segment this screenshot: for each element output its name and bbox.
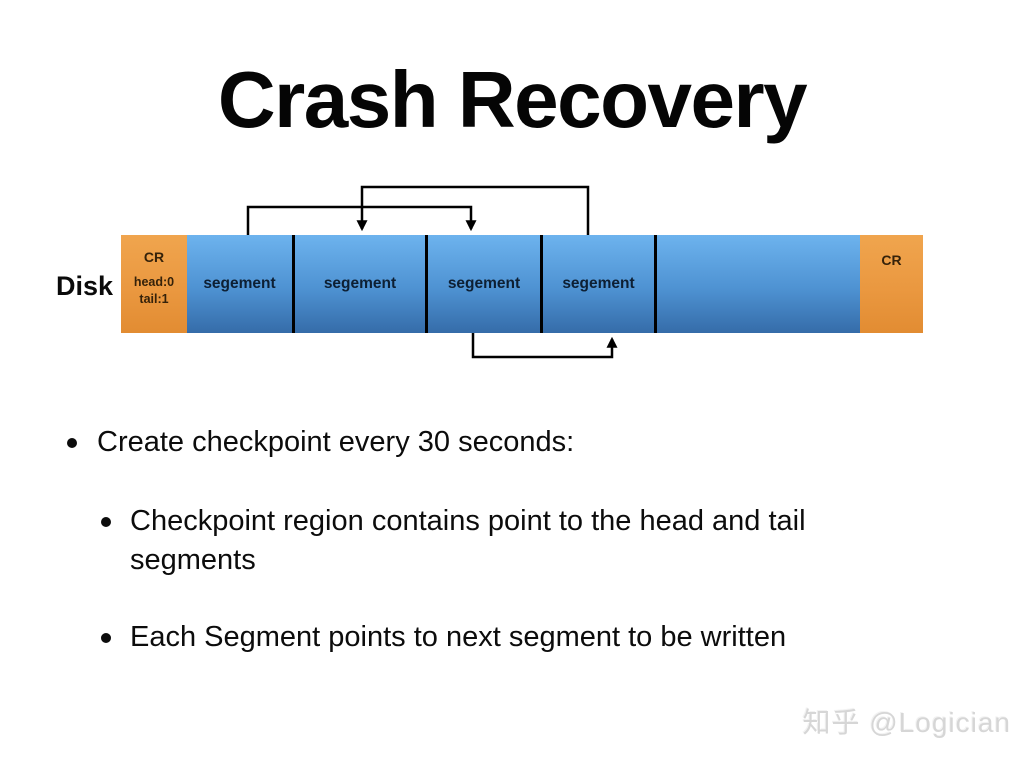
disk-label: Disk (56, 271, 114, 301)
checkpoint-region-right-label: CR (881, 252, 902, 268)
bullet-dot (101, 633, 111, 643)
segment-2: segement (295, 235, 428, 333)
checkpoint-region-left: CR head:0 tail:1 (121, 235, 187, 333)
arrow-seg1-to-seg3 (246, 205, 477, 235)
free-disk-space (657, 235, 860, 333)
segment-2-label: segement (323, 275, 397, 292)
checkpoint-head-pointer: head:0 (133, 275, 175, 289)
checkpoint-region-label: CR (143, 249, 165, 265)
segment-1-label: segement (203, 275, 276, 292)
arrow-seg4-to-seg2 (356, 185, 590, 235)
arrow-seg3-to-seg4 (471, 333, 618, 359)
zhihu-watermark: 知乎 @Logician (802, 707, 1011, 738)
checkpoint-tail-pointer: tail:1 (139, 292, 169, 306)
bullet-dot (101, 517, 111, 527)
segment-4: segement (543, 235, 657, 333)
segment-4-label: segement (562, 275, 635, 292)
segment-3: segement (428, 235, 543, 333)
bullet-text: Create checkpoint every 30 seconds: (97, 426, 575, 458)
bullet-dot (67, 438, 77, 448)
bullet-checkpoint-region: Checkpoint region contains point to the … (101, 502, 921, 580)
slide-title: Crash Recovery (217, 55, 808, 144)
segment-1: segement (187, 235, 295, 333)
bullet-text: Checkpoint region contains point to the … (130, 505, 806, 576)
disk-bar: CR head:0 tail:1 segement segement segem… (121, 235, 923, 333)
segment-3-label: segement (447, 275, 521, 292)
bullet-create-checkpoint: Create checkpoint every 30 seconds: (67, 423, 574, 462)
bullet-segment-points: Each Segment points to next segment to b… (101, 618, 786, 657)
checkpoint-region-right: CR (860, 235, 923, 333)
bullet-text: Each Segment points to next segment to b… (130, 621, 787, 653)
